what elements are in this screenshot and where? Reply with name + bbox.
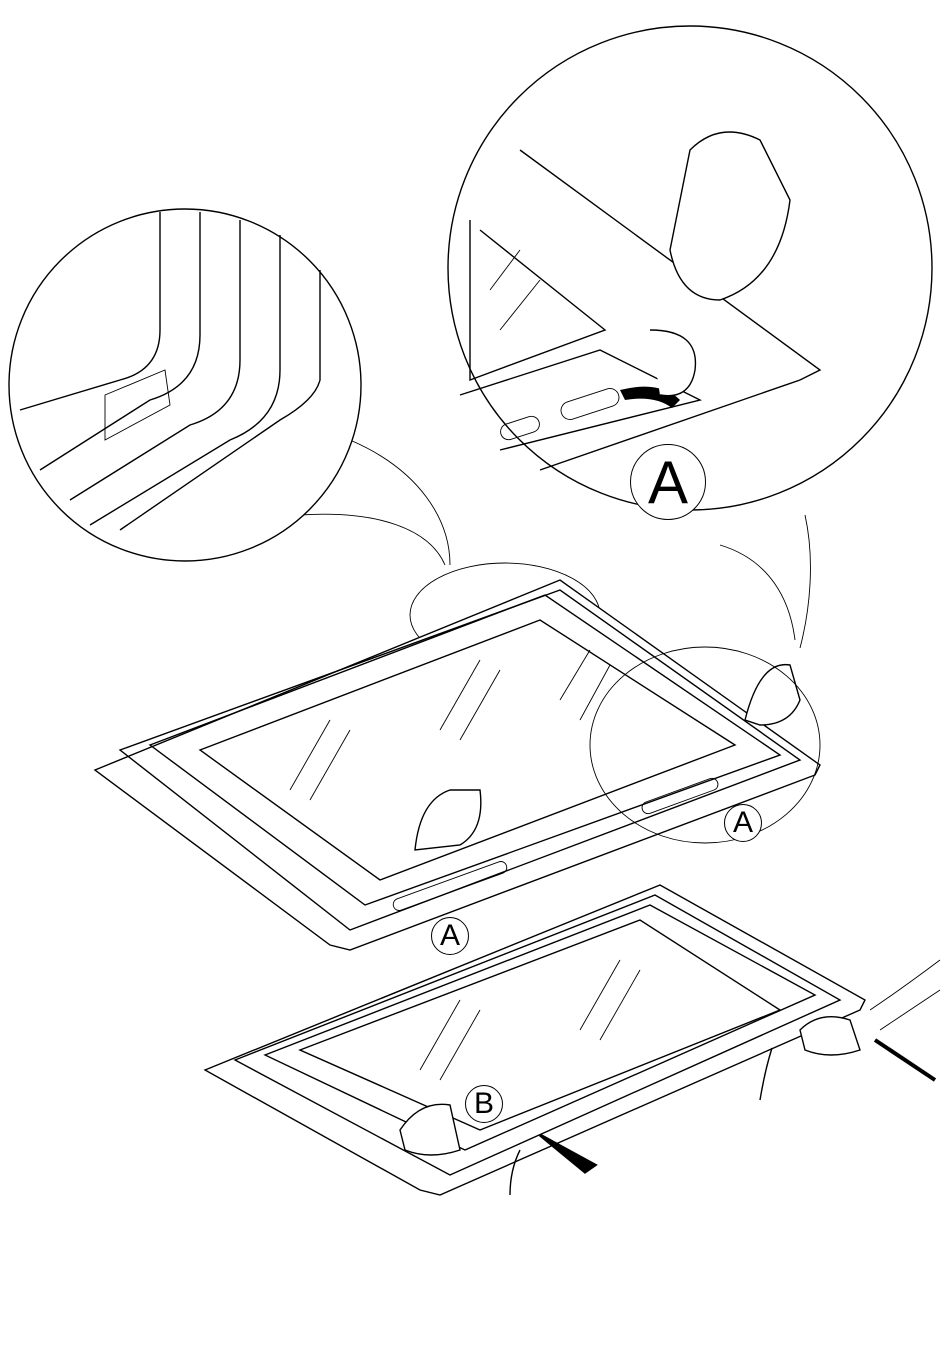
leader-lines <box>299 439 811 649</box>
corner-detail-circle <box>8 208 362 562</box>
oven-door-top <box>93 579 821 951</box>
glass-panel-label-b: B <box>465 1085 503 1123</box>
clip-callout-ellipse <box>589 646 821 844</box>
right-clip-label-a: A <box>724 804 762 842</box>
callout-label-a-large: A <box>630 444 706 520</box>
clip-detail-circle <box>447 25 933 511</box>
oven-door-bottom <box>203 884 941 1196</box>
left-clip-label-a: A <box>431 917 469 955</box>
